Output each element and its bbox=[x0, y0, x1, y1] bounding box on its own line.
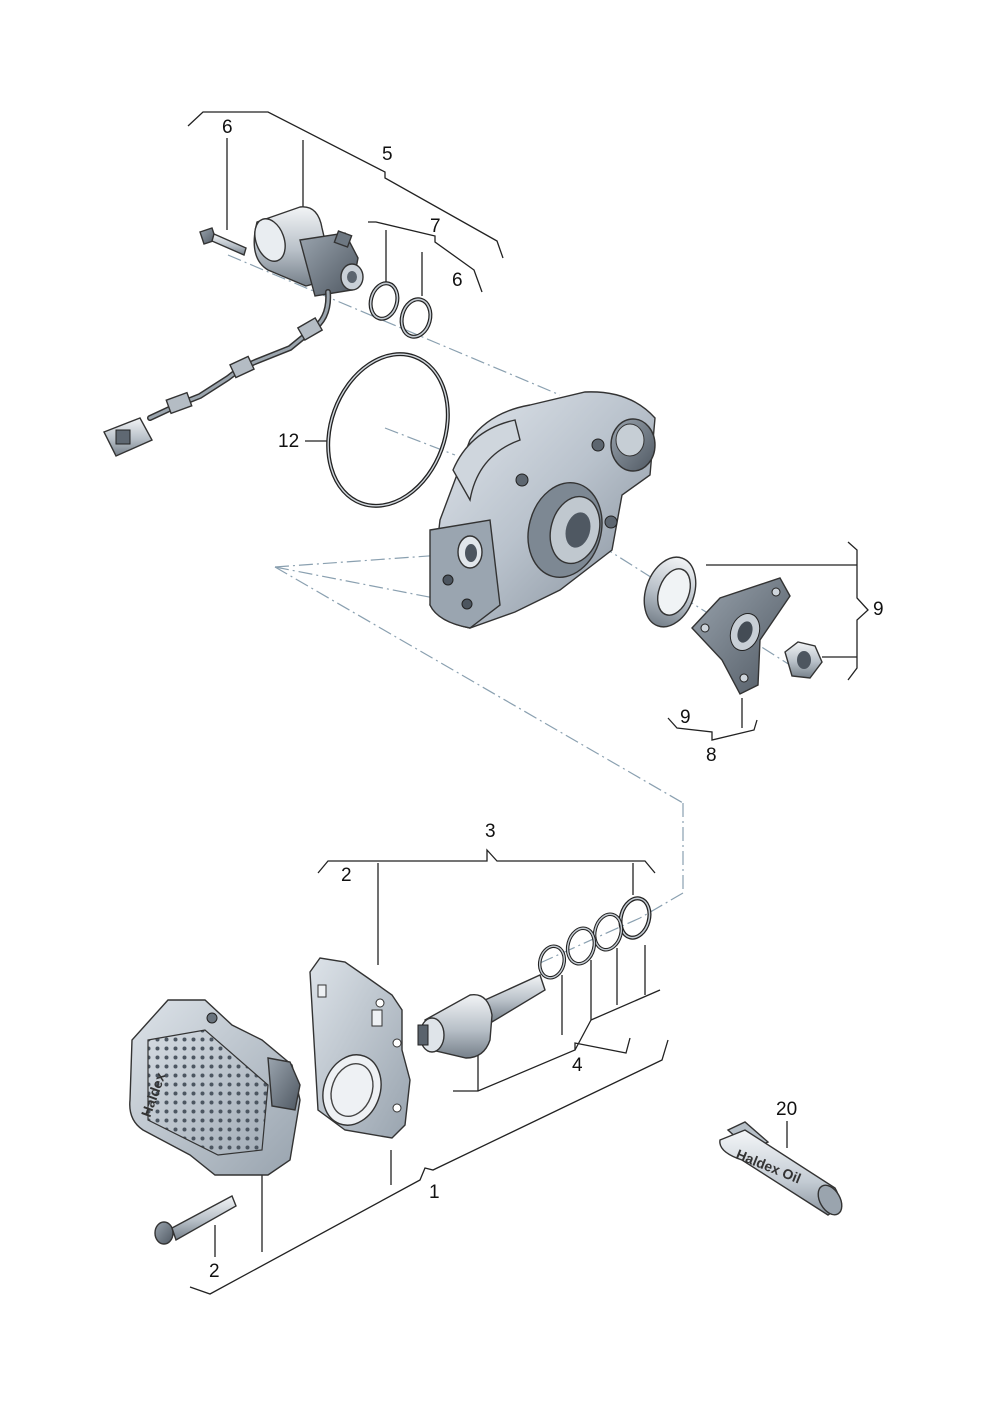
callout-12-seal: 12 bbox=[278, 431, 300, 452]
shaft-seal bbox=[643, 556, 697, 628]
control-unit: Haldex bbox=[129, 999, 301, 1176]
callout-6-screw: 6 bbox=[222, 117, 233, 138]
callout-2-bolt: 2 bbox=[209, 1261, 220, 1282]
seal-ring-12 bbox=[326, 352, 450, 508]
callout-7-oring: 7 bbox=[430, 216, 441, 237]
callout-3-valve: 3 bbox=[485, 821, 496, 842]
callout-8-flange: 8 bbox=[706, 745, 717, 766]
callout-9-flange: 9 bbox=[680, 707, 691, 728]
haldex-oil-bottle: Haldex Oil bbox=[719, 1121, 843, 1216]
leader-lines bbox=[187, 111, 869, 1295]
lower-rings bbox=[537, 896, 652, 980]
callout-9-nut: 9 bbox=[873, 599, 884, 620]
solenoid-valve bbox=[417, 974, 546, 1059]
gasket-plate bbox=[309, 957, 411, 1139]
callout-5-motor: 5 bbox=[382, 144, 393, 165]
flange bbox=[691, 577, 791, 695]
motor-actuator bbox=[103, 206, 364, 457]
callout-1-control-unit: 1 bbox=[429, 1182, 440, 1203]
callout-20-oil: 20 bbox=[776, 1099, 798, 1120]
o-rings-top bbox=[368, 281, 433, 339]
pump-housing bbox=[429, 391, 656, 629]
callout-2-gasket: 2 bbox=[341, 865, 352, 886]
hex-nut bbox=[784, 641, 823, 679]
callout-4-rings: 4 bbox=[572, 1055, 583, 1076]
bolt-bottom bbox=[154, 1195, 237, 1245]
callout-6-oring: 6 bbox=[452, 270, 463, 291]
screw-top bbox=[199, 227, 247, 256]
